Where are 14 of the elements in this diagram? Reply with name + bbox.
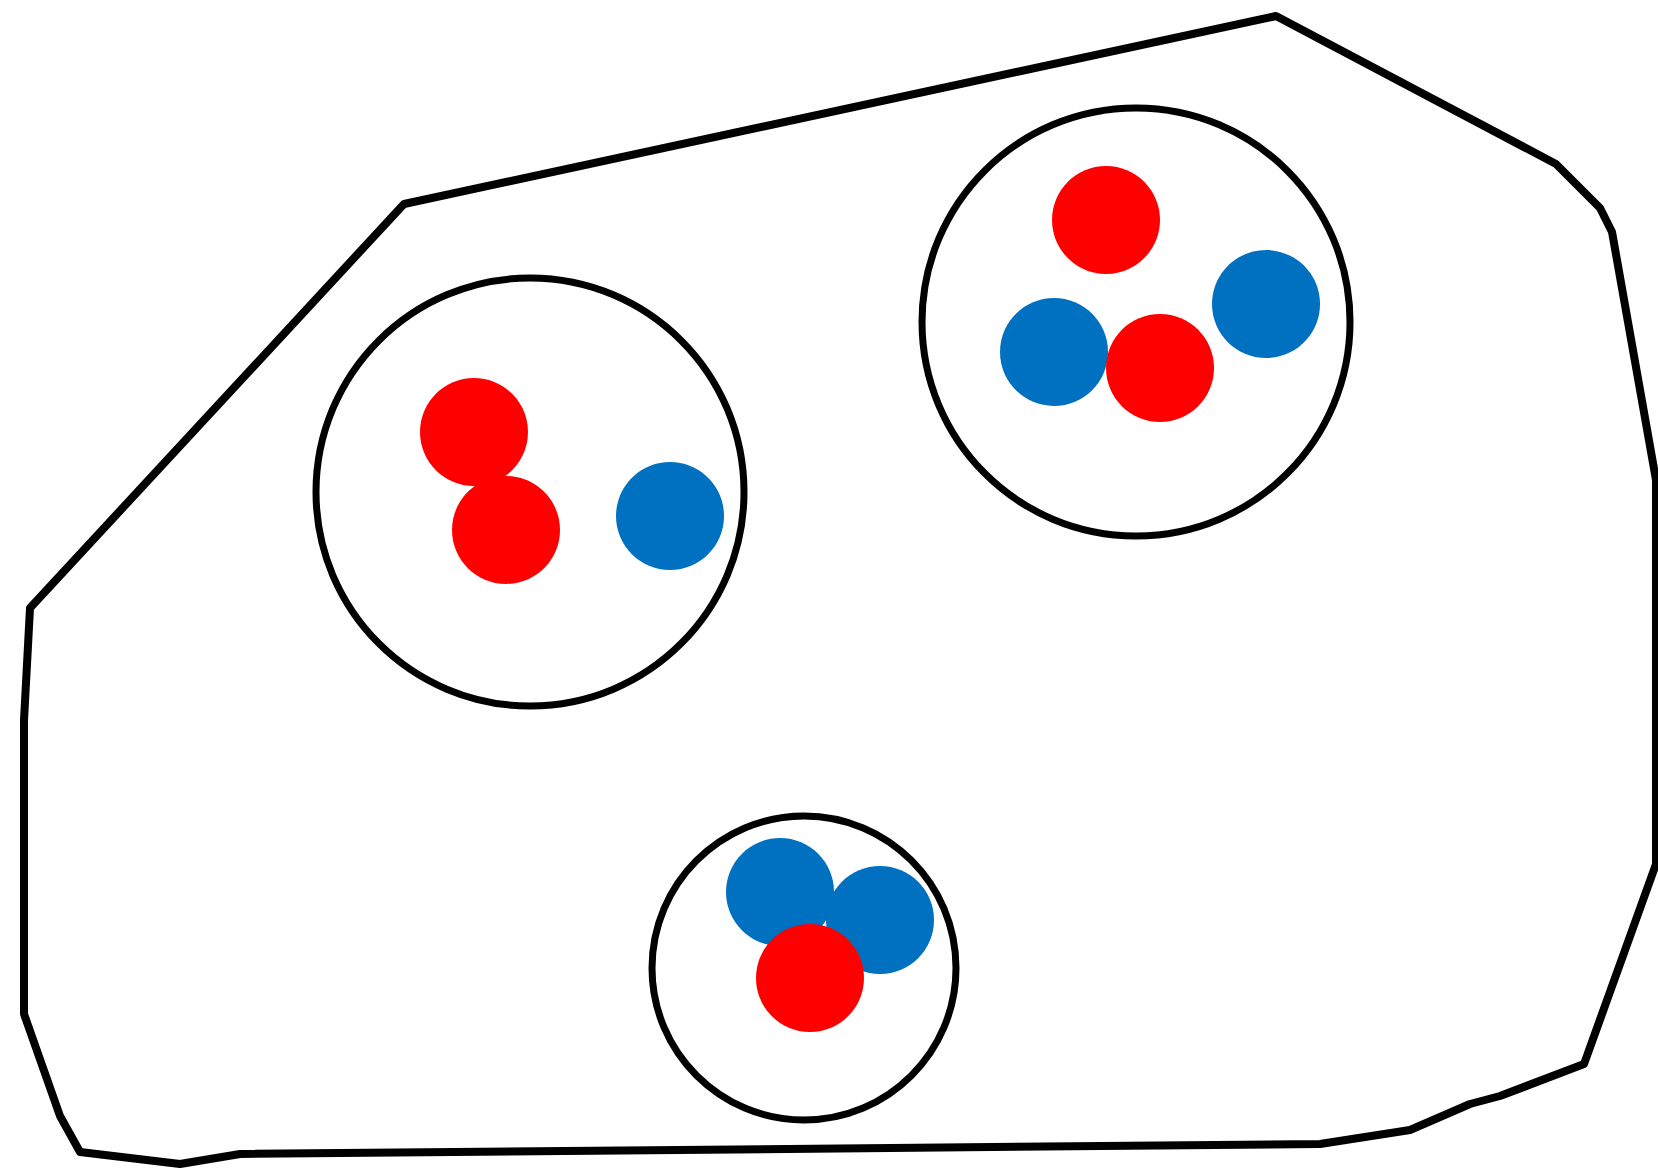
dot xyxy=(756,924,864,1032)
dot xyxy=(826,866,934,974)
dot xyxy=(1052,166,1160,274)
circle xyxy=(648,812,960,1124)
dot xyxy=(452,476,560,584)
dot xyxy=(1106,314,1214,422)
circle xyxy=(918,104,1354,540)
dot xyxy=(726,838,834,946)
outline-shape xyxy=(20,12,1658,1168)
dot xyxy=(1212,250,1320,358)
dot xyxy=(420,378,528,486)
dot xyxy=(1000,298,1108,406)
dot xyxy=(616,462,724,570)
circle xyxy=(312,274,748,710)
